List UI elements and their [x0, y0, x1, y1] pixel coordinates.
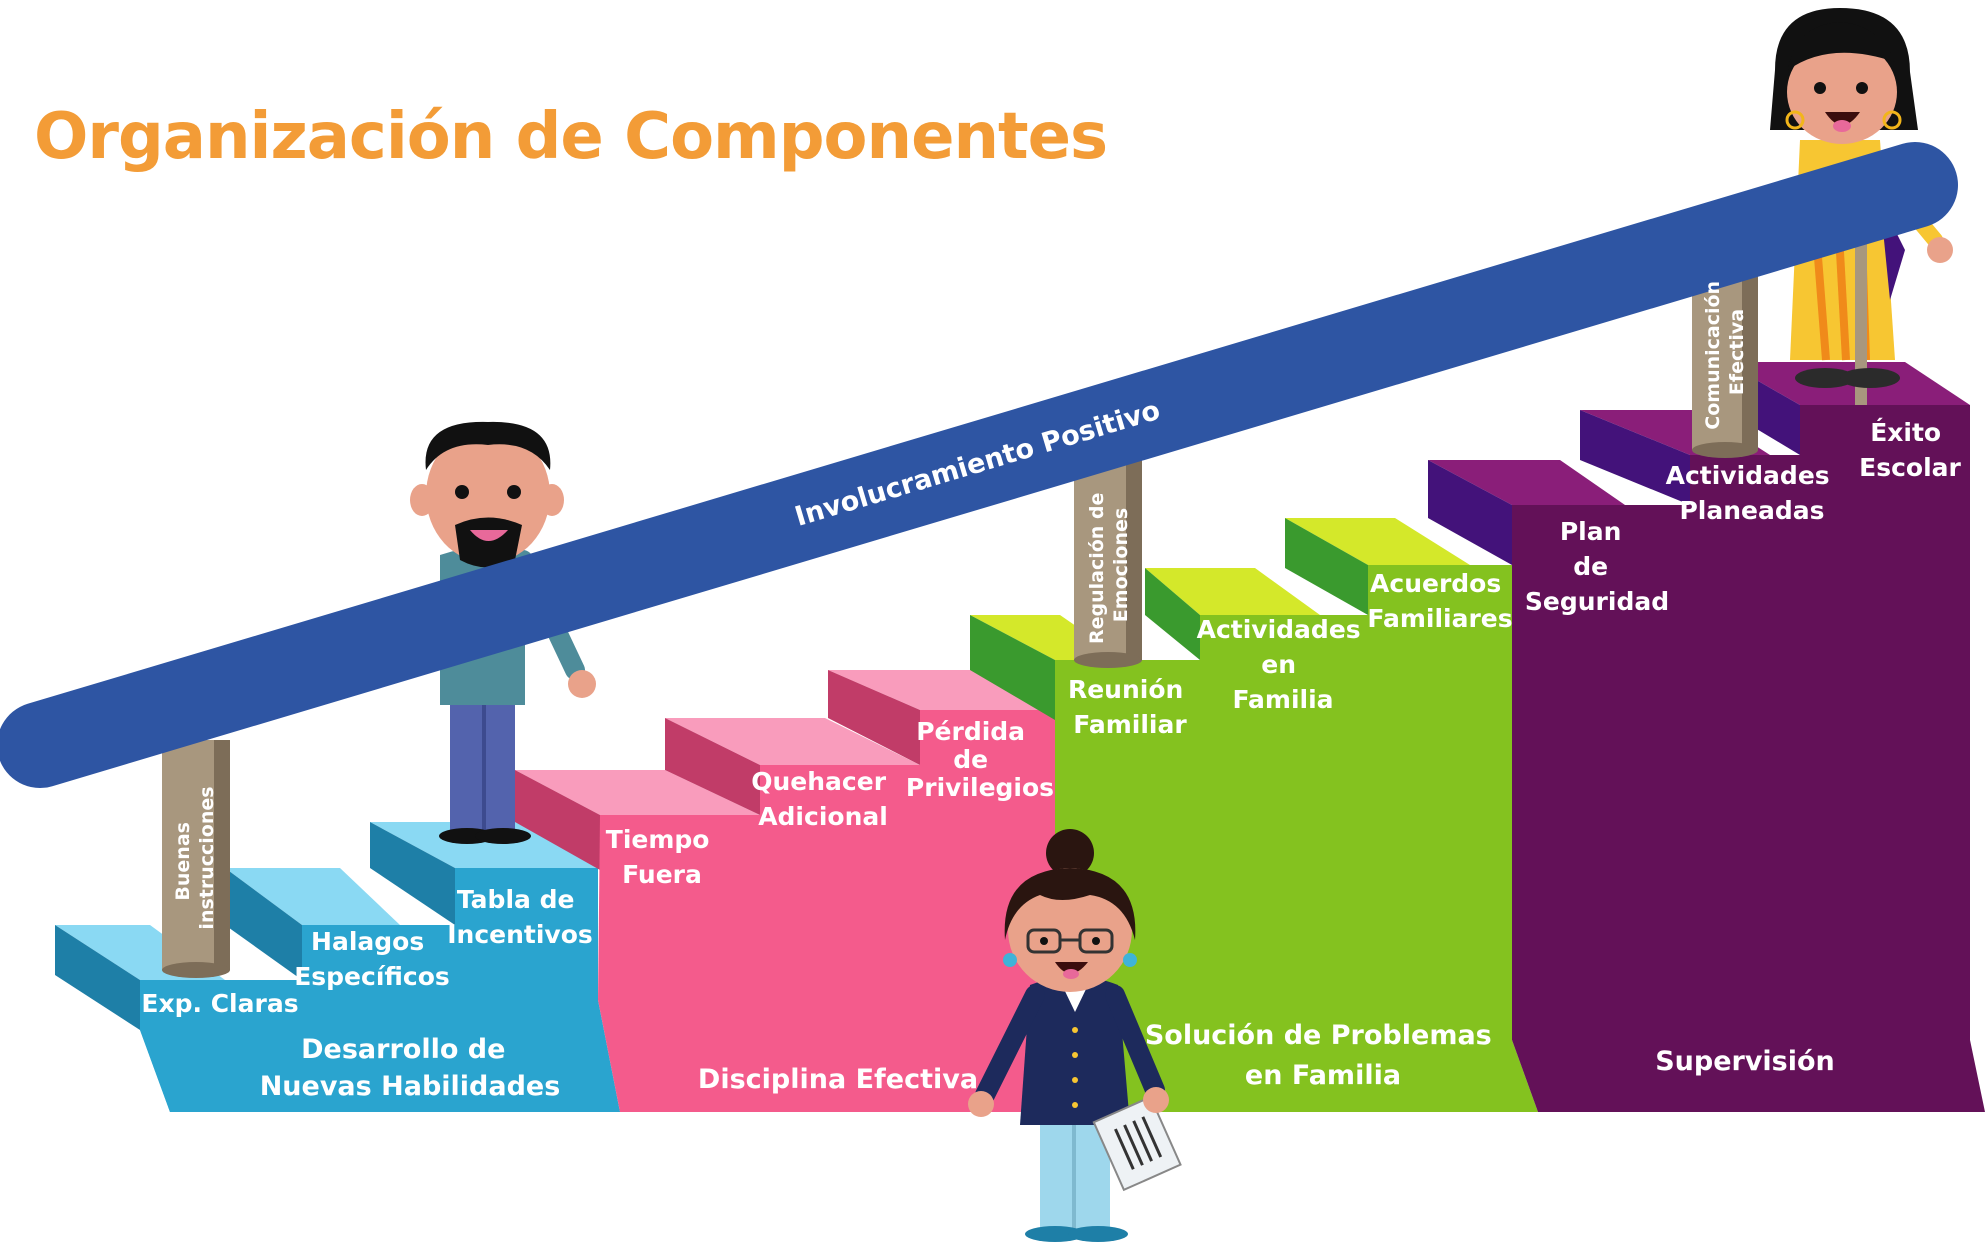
group-label-supervision: Supervisión — [1655, 1046, 1835, 1077]
pillar-label-line: instrucciones — [196, 786, 218, 929]
step-label-actividades-familia: Actividades en Familia — [1197, 615, 1370, 714]
group-label-problem-solving: Solución de Problemas en Familia — [1145, 1020, 1501, 1091]
pillar-effective-communication — [1692, 270, 1758, 458]
step-label-quehacer: Quehacer Adicional — [751, 767, 895, 831]
pillar-label-good-instructions: Buenas instrucciones — [172, 786, 218, 929]
svg-text:Regulación de Emociones: Regulación de Emociones — [1086, 486, 1132, 644]
pillar-label-line: Emociones — [1110, 508, 1132, 622]
pillar-label-line: Comunicación — [1702, 281, 1724, 430]
step-label-acuerdos: Acuerdos Familiares — [1367, 569, 1512, 633]
step-label-actividades-planeadas: Actividades Planeadas — [1666, 461, 1839, 525]
pillar-label-line: Efectiva — [1726, 309, 1748, 395]
page-title: Organización de Componentes — [34, 100, 1108, 174]
step-label-tabla: Tabla de Incentivos — [447, 885, 593, 949]
step-label-perdida: Pérdida de Privilegios — [906, 717, 1054, 802]
stair-group-supervision — [1428, 362, 1985, 1112]
stair-group-discipline — [515, 670, 1055, 1112]
step-label-halagos: Halagos Específicos — [294, 927, 450, 991]
group-label-discipline: Disciplina Efectiva — [698, 1064, 978, 1095]
step-label-exito: Éxito Escolar — [1859, 418, 1961, 482]
mother-figure — [968, 829, 1182, 1242]
step-label-tiempo: Tiempo Fuera — [606, 825, 718, 889]
step-label-exp-claras: Exp. Claras — [141, 989, 298, 1018]
step-label-reunion: Reunión Familiar — [1068, 675, 1192, 739]
pillar-label-line: Regulación de — [1086, 493, 1108, 644]
pillar-good-instructions — [162, 740, 230, 978]
pillar-emotion-regulation — [1074, 460, 1142, 668]
step-label-plan: Plan de Seguridad — [1525, 517, 1669, 616]
stair-group-skills — [55, 822, 620, 1112]
pillar-label-line: Buenas — [172, 822, 194, 901]
group-label-skills: Desarrollo de Nuevas Habilidades — [260, 1034, 561, 1102]
pillar-label-emotion-regulation: Regulación de Emociones — [1086, 486, 1132, 644]
svg-text:Buenas instrucciones: Buenas instrucciones — [172, 786, 218, 929]
pillar-label-effective-communication: Comunicación Efectiva — [1702, 274, 1748, 430]
svg-text:Comunicación Efectiva: Comunicación Efectiva — [1702, 274, 1748, 429]
